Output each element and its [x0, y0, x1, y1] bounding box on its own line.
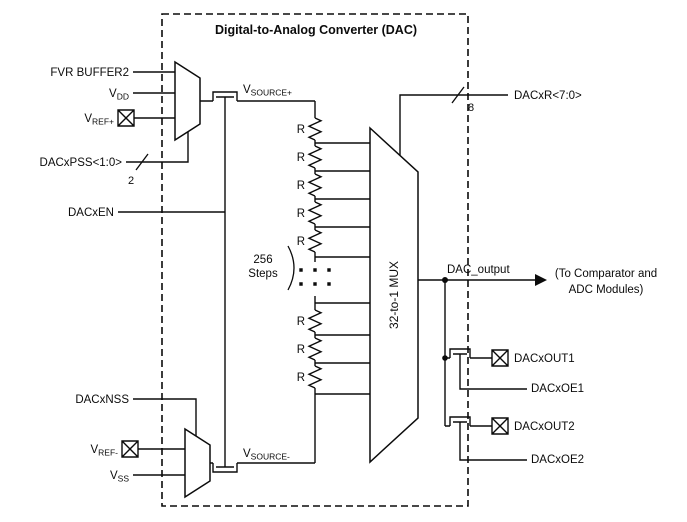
mux-32-to-1	[369, 126, 419, 464]
label-dacxr: DACxR<7:0>	[514, 90, 582, 102]
ladder-continuation-dots-icon	[299, 268, 331, 286]
label-steps-count: 256	[253, 254, 272, 266]
vsource-plus-rail	[200, 100, 316, 118]
ladder-tap-wires	[315, 142, 370, 395]
label-dacxpss: DACxPSS<1:0>	[40, 157, 123, 169]
negative-reference-mux	[184, 427, 211, 499]
diagram-title: Digital-to-Analog Converter (DAC)	[215, 23, 417, 37]
resistor-label-2: R	[297, 152, 305, 164]
label-dacxoe2: DACxOE2	[531, 454, 584, 466]
mux-32-to-1-label: 32-to-1 MUX	[387, 261, 401, 329]
resistor-label-7: R	[297, 344, 305, 356]
pss-bus-width-slash	[135, 153, 149, 171]
output-enable-wires	[459, 354, 527, 461]
dac-output-junction-dot	[442, 277, 448, 283]
resistor-label-5: R	[297, 236, 305, 248]
output-transistor-2-icon	[449, 416, 471, 426]
label-fvr-buffer2: FVR BUFFER2	[50, 67, 129, 79]
resistor-label-4: R	[297, 208, 305, 220]
dac-module-boundary	[161, 13, 469, 507]
label-dacxen: DACxEN	[68, 207, 114, 219]
label-vsource-plus: VSOURCE+	[243, 84, 292, 98]
resistor-label-1: R	[297, 124, 305, 136]
bottom-input-wires	[133, 398, 197, 476]
label-vdd: VDD	[109, 88, 129, 102]
label-vsource-minus: VSOURCE-	[243, 448, 290, 462]
dacxout2-pad-icon	[491, 417, 509, 435]
pass-transistor-bottom-icon	[212, 463, 238, 473]
label-vref-minus: VREF-	[90, 444, 118, 458]
resistor-label-3: R	[297, 180, 305, 192]
positive-reference-mux	[174, 60, 201, 142]
label-dac-output: DAC_output	[447, 264, 510, 276]
label-to-comparator-line2: ADC Modules)	[569, 284, 644, 296]
label-dacxout1: DACxOUT1	[514, 353, 575, 365]
vref-minus-pad-icon	[121, 440, 139, 458]
resistor-label-8: R	[297, 372, 305, 384]
label-dacxout2: DACxOUT2	[514, 421, 575, 433]
vref-plus-pad-icon	[117, 109, 135, 127]
label-vss: VSS	[110, 470, 129, 484]
label-dacxoe1: DACxOE1	[531, 383, 584, 395]
label-vref-plus: VREF+	[84, 113, 114, 127]
output1-junction-dot	[442, 355, 448, 361]
label-to-comparator-line1: (To Comparator and	[555, 268, 657, 280]
label-dacxnss: DACxNSS	[75, 394, 129, 406]
dacxr-select-wire	[399, 94, 508, 155]
dacxout1-pad-icon	[491, 349, 509, 367]
dac-output-arrowhead-icon	[535, 274, 547, 286]
left-input-wires	[118, 71, 225, 213]
label-steps-word: Steps	[248, 268, 278, 280]
steps-brace-icon	[287, 245, 295, 291]
pass-transistor-top-icon	[212, 91, 238, 101]
resistor-label-6: R	[297, 316, 305, 328]
label-pss-bus-width: 2	[128, 175, 134, 187]
label-dacxr-bus-width: 8	[468, 102, 474, 114]
dacxr-bus-width-slash	[451, 86, 465, 104]
output-transistor-1-icon	[449, 348, 471, 358]
resistor-ladder	[307, 117, 323, 389]
